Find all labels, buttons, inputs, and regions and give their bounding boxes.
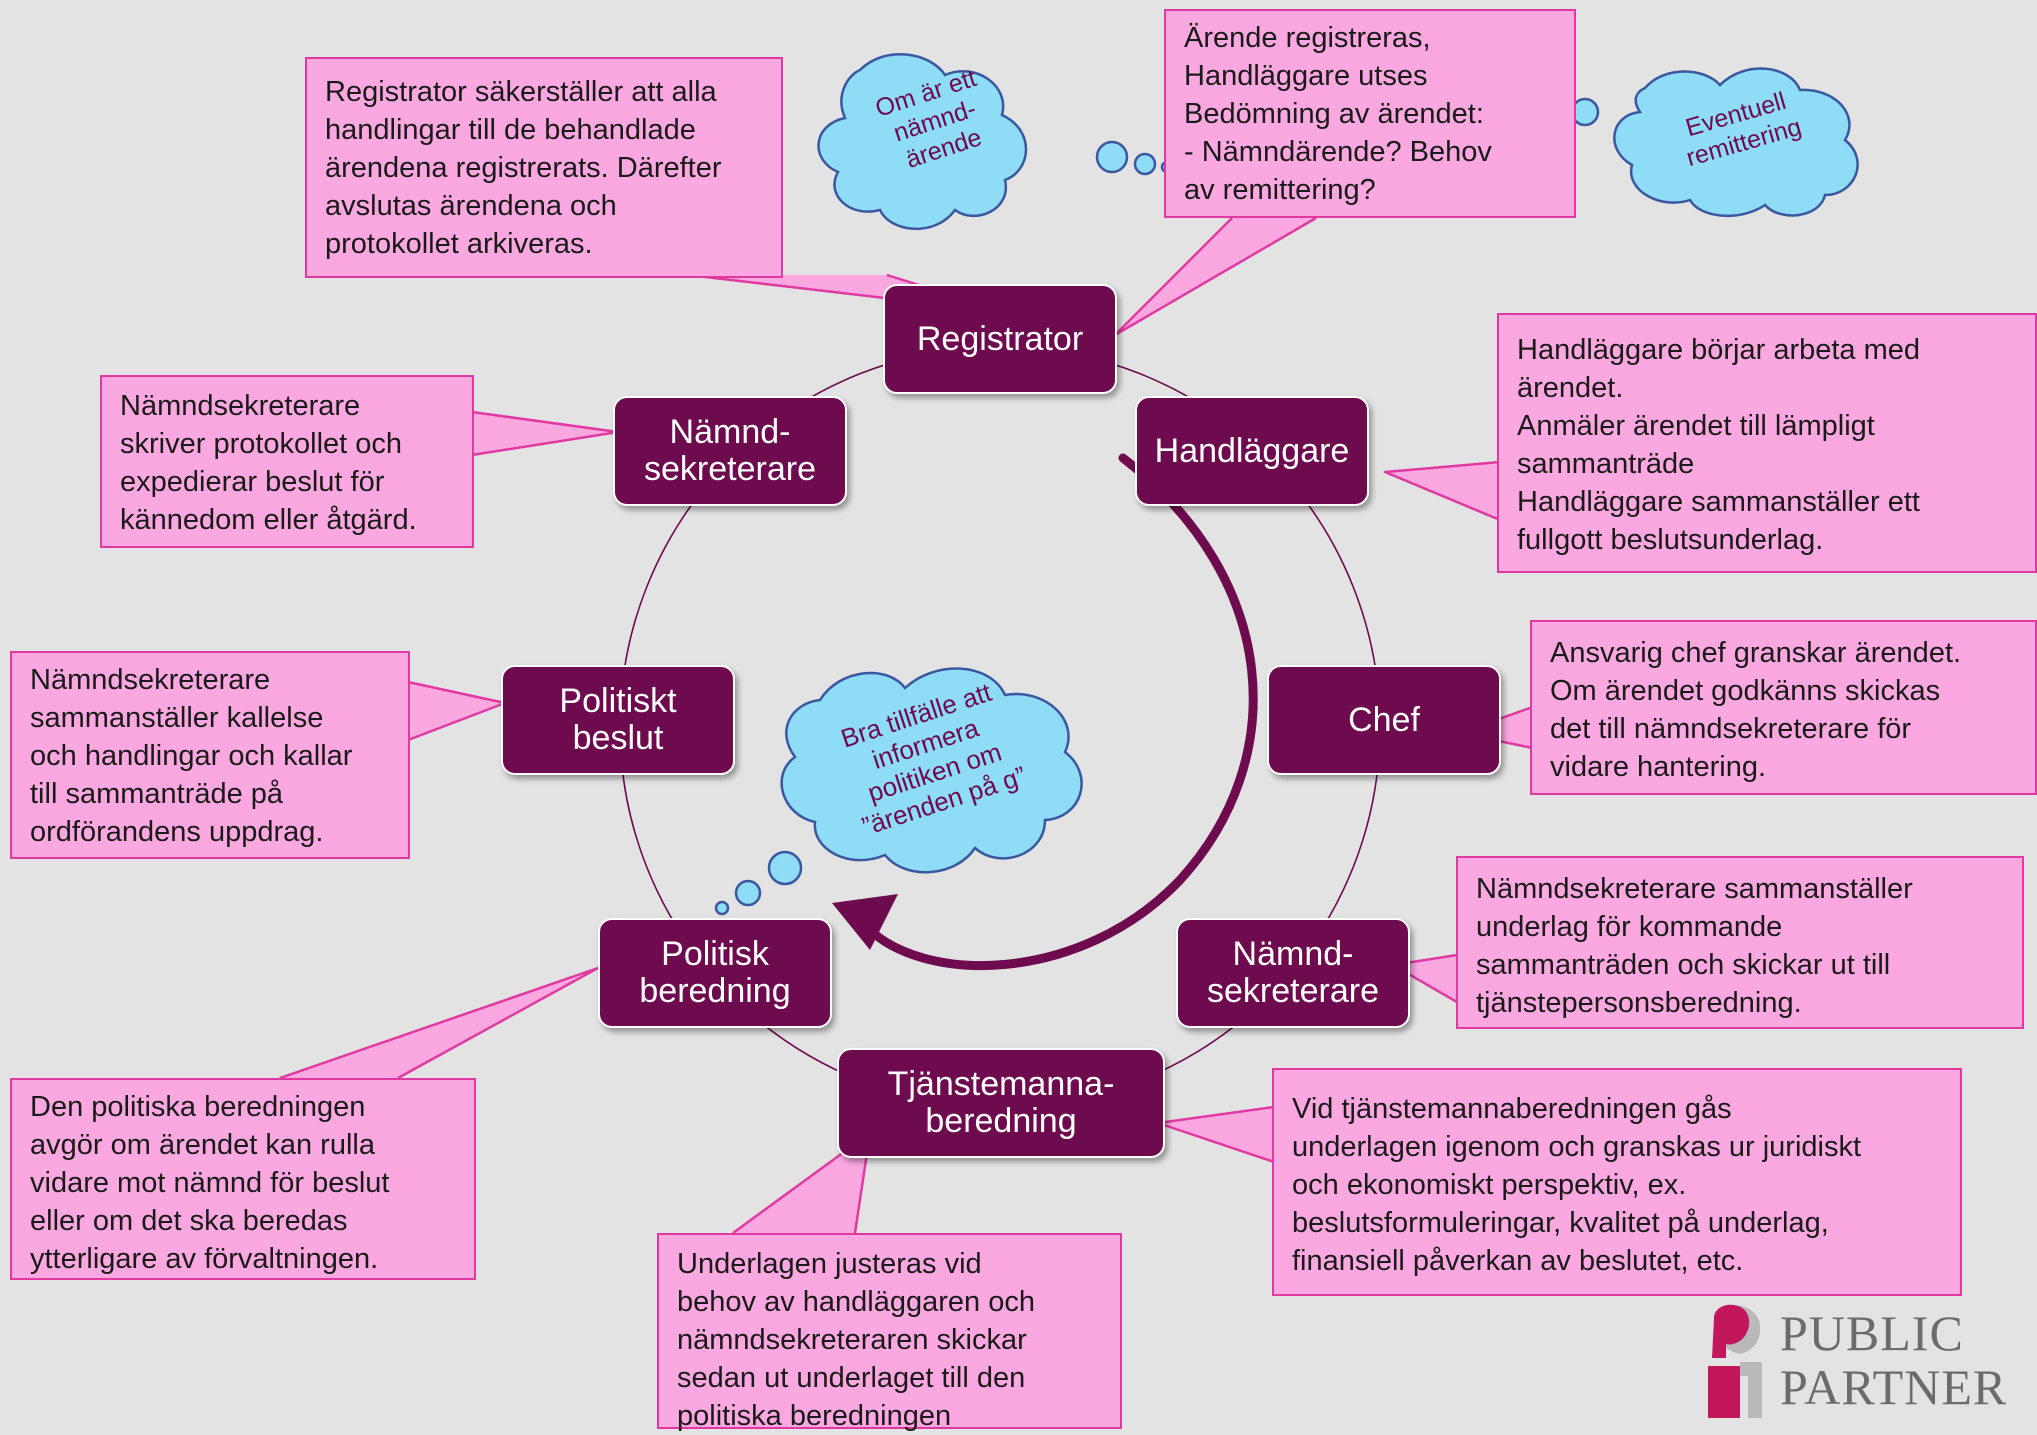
pointer-politisk-beredning	[279, 966, 600, 1080]
cloud-bubble	[1095, 140, 1129, 174]
note-registration: Ärende registreras, Handläggare utses Be…	[1164, 9, 1576, 218]
node-chef: Chef	[1267, 665, 1501, 775]
logo-line1: PUBLIC	[1780, 1305, 1964, 1361]
logo-line2: PARTNER	[1780, 1359, 2008, 1415]
node-politisk-beredning: Politisk beredning	[598, 918, 832, 1028]
node-registrator: Registrator	[883, 284, 1117, 394]
cloud-bubble	[714, 900, 730, 916]
pointer-politiskt-beslut	[407, 680, 507, 742]
thought-clouds	[714, 52, 1859, 916]
pointer-registration	[1113, 216, 1317, 337]
public-partner-logo: PUBLIC PARTNER	[1700, 1300, 2030, 1420]
pointer-handlaggare	[1383, 460, 1501, 522]
note-namndsekreterare-right: Nämndsekreterare sammanställer underlag …	[1456, 856, 2024, 1029]
pointer-tjanstemannaberedning	[1156, 1105, 1275, 1164]
node-tjanstemannaberedning: Tjänstemanna- beredning	[837, 1048, 1165, 1158]
cloud-bubble	[734, 879, 762, 907]
pointer-namndsekreterare-left	[471, 410, 620, 457]
cloud-bubble	[767, 850, 803, 886]
note-chef: Ansvarig chef granskar ärendet. Om ärend…	[1530, 620, 2037, 795]
note-politisk-beredning: Den politiska beredningen avgör om ärend…	[10, 1078, 476, 1280]
node-namndsekreterare-left: Nämnd- sekreterare	[613, 396, 847, 506]
node-politiskt-beslut: Politiskt beslut	[501, 665, 735, 775]
node-handlaggare: Handläggare	[1135, 396, 1369, 506]
note-namndsekreterare-left: Nämndsekreterare skriver protokollet och…	[100, 375, 474, 548]
note-politiskt-beslut: Nämndsekreterare sammanställer kallelse …	[10, 651, 410, 859]
cloud-remittering	[1613, 67, 1859, 218]
cloud-informera	[780, 667, 1083, 874]
node-namndsekreterare-right: Nämnd- sekreterare	[1176, 918, 1410, 1028]
cloud-namndarende	[817, 52, 1028, 231]
note-underlagen: Underlagen justeras vid behov av handläg…	[657, 1233, 1122, 1432]
note-registrator-archive: Registrator säkerställer att alla handli…	[305, 57, 783, 278]
note-tjanstemannaberedning: Vid tjänstemannaberedningen gås underlag…	[1272, 1068, 1962, 1296]
note-handlaggare: Handläggare börjar arbeta med ärendet. A…	[1497, 313, 2037, 573]
flow-arrow	[860, 453, 1258, 970]
logo-mark-icon	[1708, 1304, 1762, 1418]
cloud-bubble	[1133, 152, 1157, 176]
flow-arrow-head	[832, 894, 898, 950]
